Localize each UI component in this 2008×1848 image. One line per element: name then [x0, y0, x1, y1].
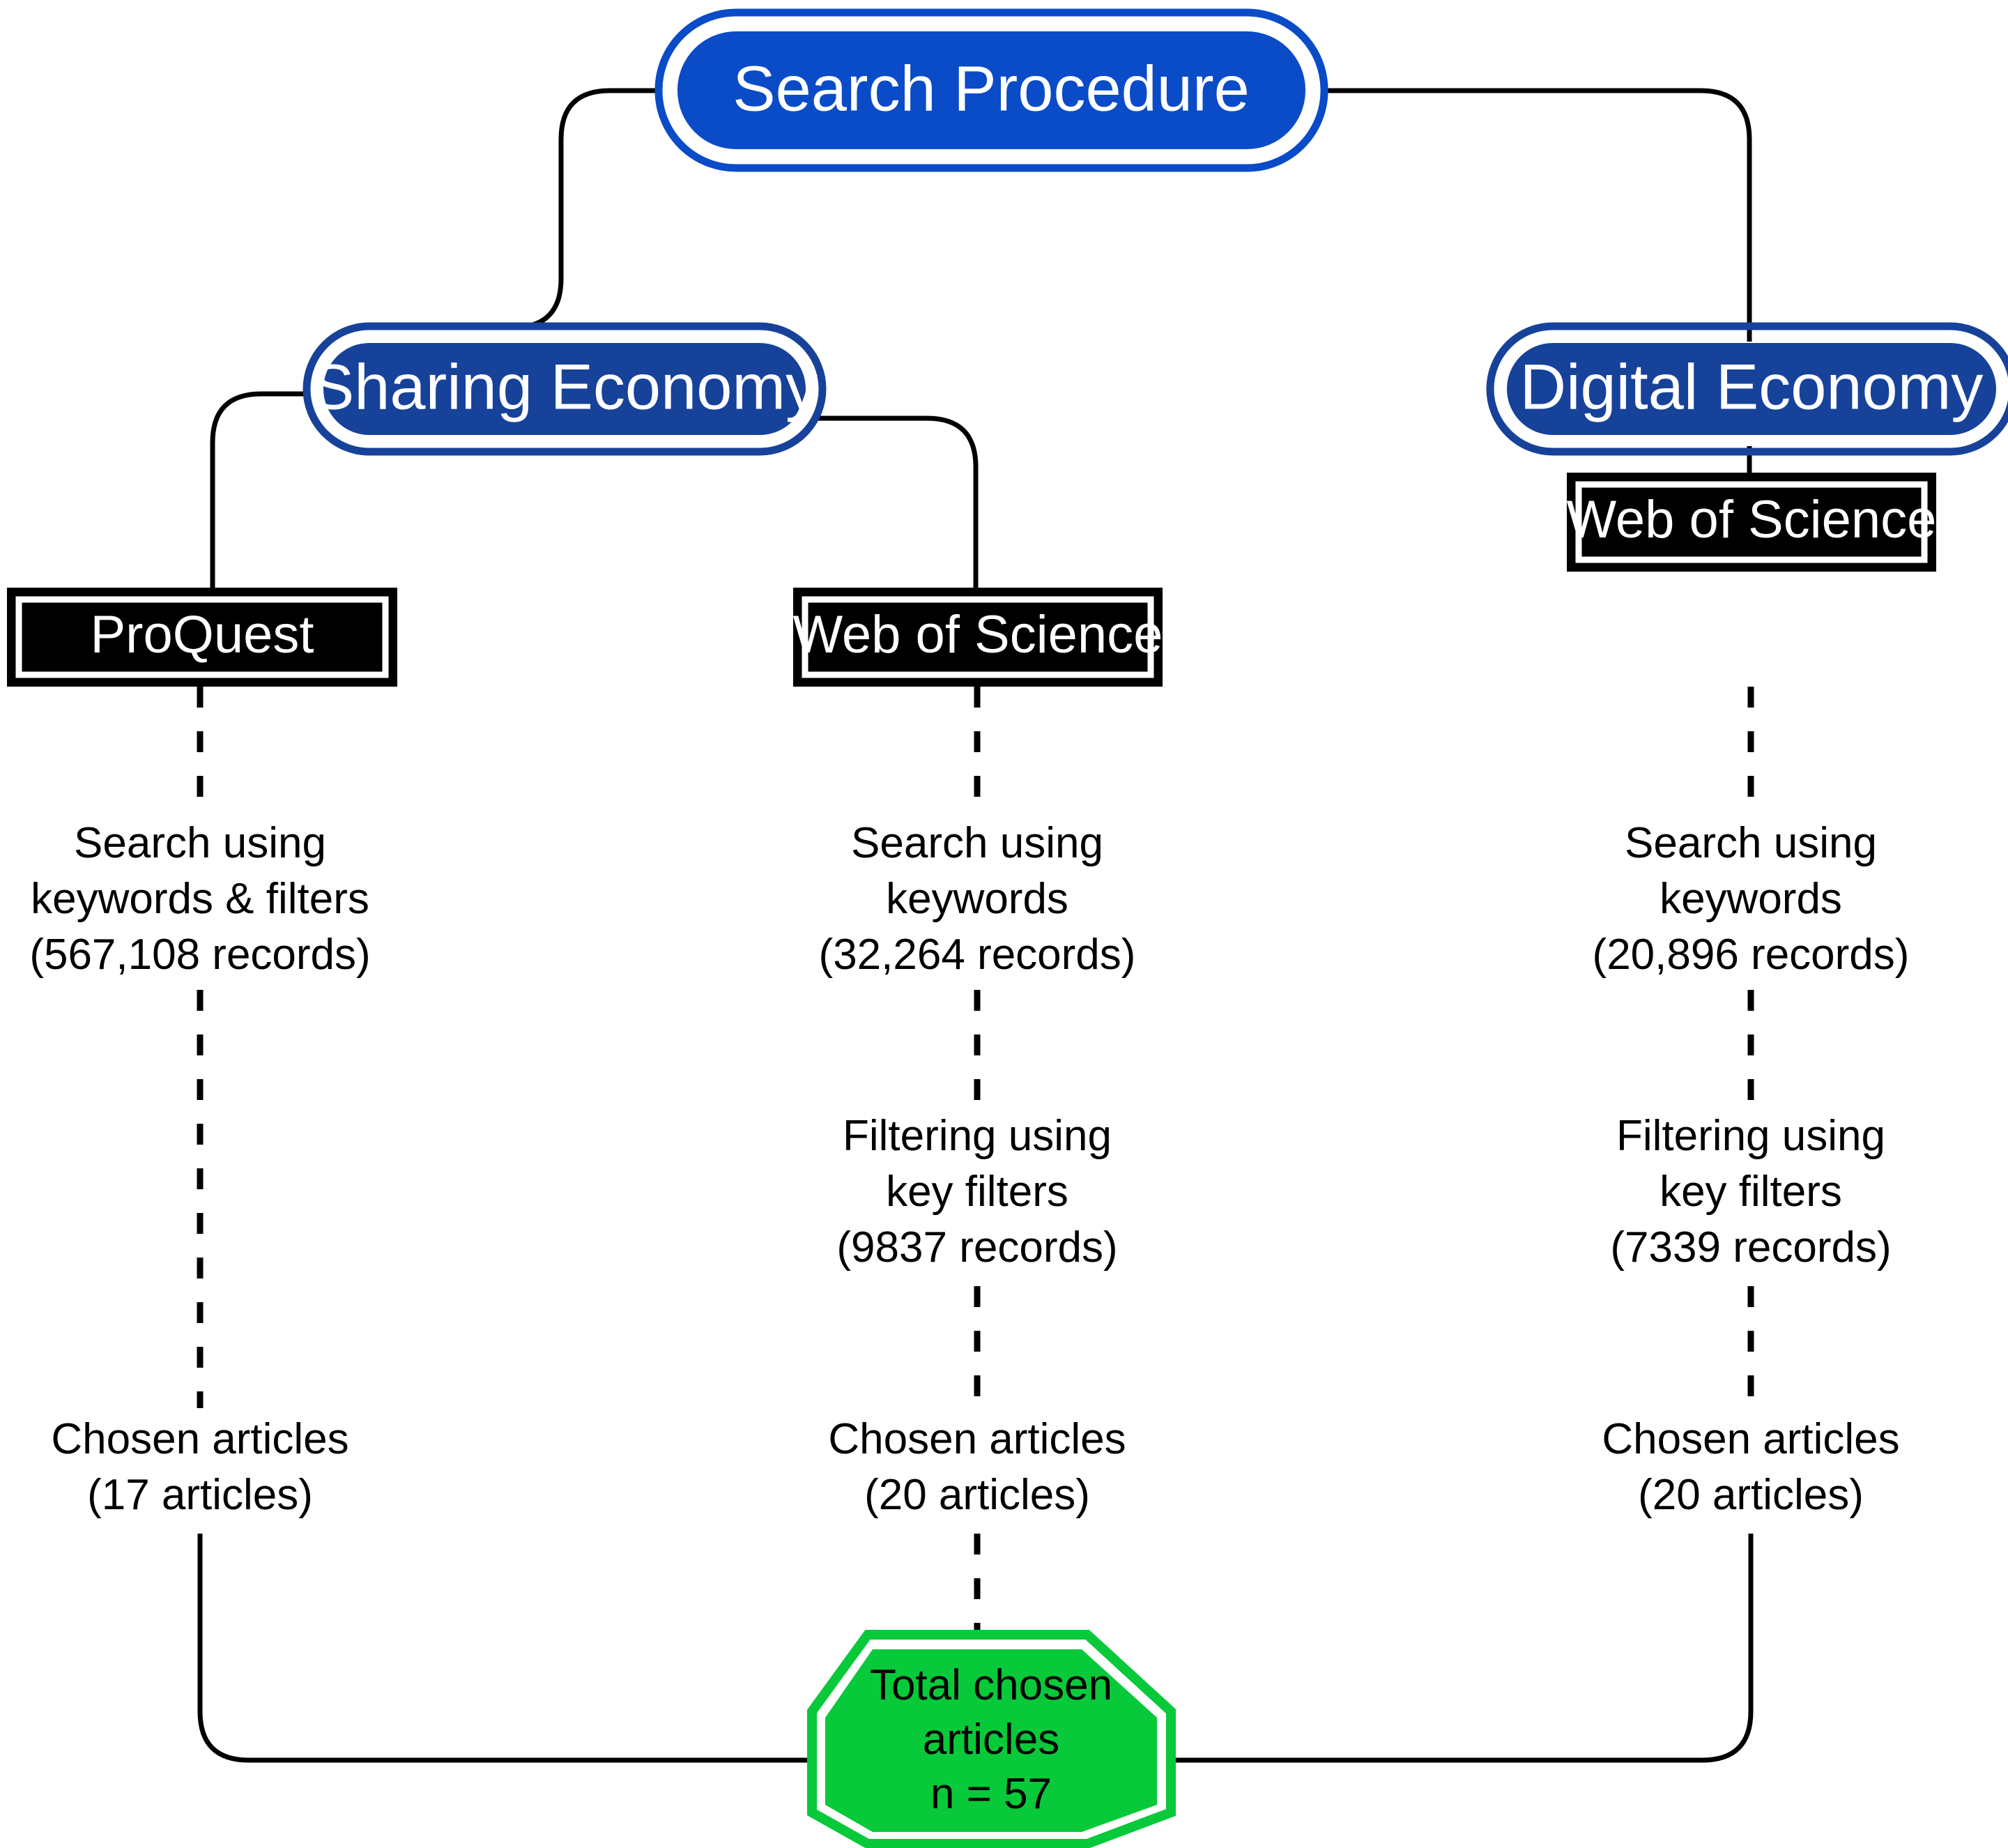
stage-wos-sharing-filter: Filtering using key filters (9837 record…	[836, 1112, 1117, 1272]
node-database-wos-sharing[interactable]: Web of Science	[793, 588, 1163, 687]
c3-s2-line3: (7339 records)	[1610, 1223, 1891, 1272]
wos-digital-label: Web of Science	[1567, 490, 1937, 549]
stage-wos-digital-search: Search using keywords (20,896 records)	[1593, 819, 1910, 979]
total-line3: n = 57	[930, 1770, 1052, 1818]
c3-s2-line1: Filtering using	[1616, 1112, 1885, 1160]
node-database-wos-digital[interactable]: Web of Science	[1567, 473, 1937, 572]
total-line1: Total chosen	[870, 1661, 1112, 1709]
node-digital-economy[interactable]: Digital Economy	[1486, 322, 2008, 456]
total-octagon-outer-ring	[807, 1630, 1176, 1848]
connector-root-to-digital-economy	[1324, 88, 1752, 342]
stage-wos-sharing-search: Search using keywords (32,264 records)	[819, 819, 1136, 979]
c3-s1-line2: keywords	[1660, 875, 1842, 923]
c2-s3-line1: Chosen articles	[828, 1415, 1126, 1463]
connector-sharing-to-wos	[815, 415, 979, 593]
search-procedure-label: Search Procedure	[733, 53, 1250, 124]
proquest-label: ProQuest	[90, 605, 314, 664]
node-sharing-economy[interactable]: Sharing Economy	[302, 322, 827, 456]
proquest-inner-ring	[15, 596, 389, 678]
total-line2: articles	[923, 1716, 1059, 1764]
c3-s3-line1: Chosen articles	[1602, 1415, 1899, 1463]
c2-s1-line3: (32,264 records)	[819, 931, 1136, 979]
connector-sharing-to-proquest	[210, 391, 310, 593]
c2-s1-line1: Search using	[851, 819, 1103, 867]
stage-wos-digital-filter: Filtering using key filters (7339 record…	[1610, 1112, 1891, 1272]
wos-sharing-inner-ring	[802, 596, 1154, 678]
wos-digital-inner-ring	[1575, 481, 1928, 563]
connector-root-to-sharing-economy	[488, 88, 659, 330]
total-octagon-fill	[825, 1649, 1157, 1832]
connector-digital-to-total	[1171, 1534, 1754, 1763]
stage-wos-sharing-chosen: Chosen articles (20 articles)	[828, 1415, 1126, 1519]
sharing-economy-outer-ring	[302, 322, 827, 456]
stage-wos-digital-chosen: Chosen articles (20 articles)	[1602, 1415, 1899, 1519]
connector-group	[197, 88, 1754, 1763]
stage-proquest-search: Search using keywords & filters (567,108…	[29, 819, 370, 979]
c1-s1-line1: Search using	[74, 819, 326, 867]
node-database-proquest[interactable]: ProQuest	[7, 588, 397, 687]
proquest-outer-fill	[7, 588, 397, 687]
c2-s3-line2: (20 articles)	[864, 1471, 1090, 1519]
search-procedure-outer-ring	[654, 8, 1328, 172]
c3-s2-line2: key filters	[1660, 1168, 1842, 1216]
c1-s1-line2: keywords & filters	[31, 875, 369, 923]
c2-s2-line2: key filters	[886, 1168, 1068, 1216]
c2-s2-line3: (9837 records)	[836, 1223, 1117, 1272]
stage-proquest-chosen: Chosen articles (17 articles)	[51, 1415, 348, 1519]
sharing-economy-label: Sharing Economy	[312, 351, 818, 422]
c2-s1-line2: keywords	[886, 875, 1068, 923]
c2-s2-line1: Filtering using	[843, 1112, 1112, 1160]
digital-economy-fill	[1507, 343, 1996, 435]
digital-economy-outer-ring	[1486, 322, 2008, 456]
search-procedure-fill	[677, 31, 1305, 149]
c3-s1-line1: Search using	[1625, 819, 1877, 867]
node-total-chosen-articles[interactable]: Total chosen articles n = 57	[807, 1630, 1176, 1848]
c3-s1-line3: (20,896 records)	[1593, 931, 1910, 979]
wos-sharing-outer-fill	[793, 588, 1163, 687]
node-search-procedure[interactable]: Search Procedure	[654, 8, 1328, 172]
c1-s2-line1: Chosen articles	[51, 1415, 348, 1463]
wos-digital-outer-fill	[1567, 473, 1936, 572]
c1-s2-line2: (17 articles)	[87, 1471, 313, 1519]
digital-economy-label: Digital Economy	[1520, 351, 1984, 422]
wos-sharing-label: Web of Science	[793, 605, 1163, 664]
c1-s1-line3: (567,108 records)	[29, 931, 370, 979]
c3-s3-line2: (20 articles)	[1638, 1471, 1864, 1519]
sharing-economy-fill	[323, 343, 806, 435]
connector-proquest-to-total	[197, 1534, 812, 1763]
